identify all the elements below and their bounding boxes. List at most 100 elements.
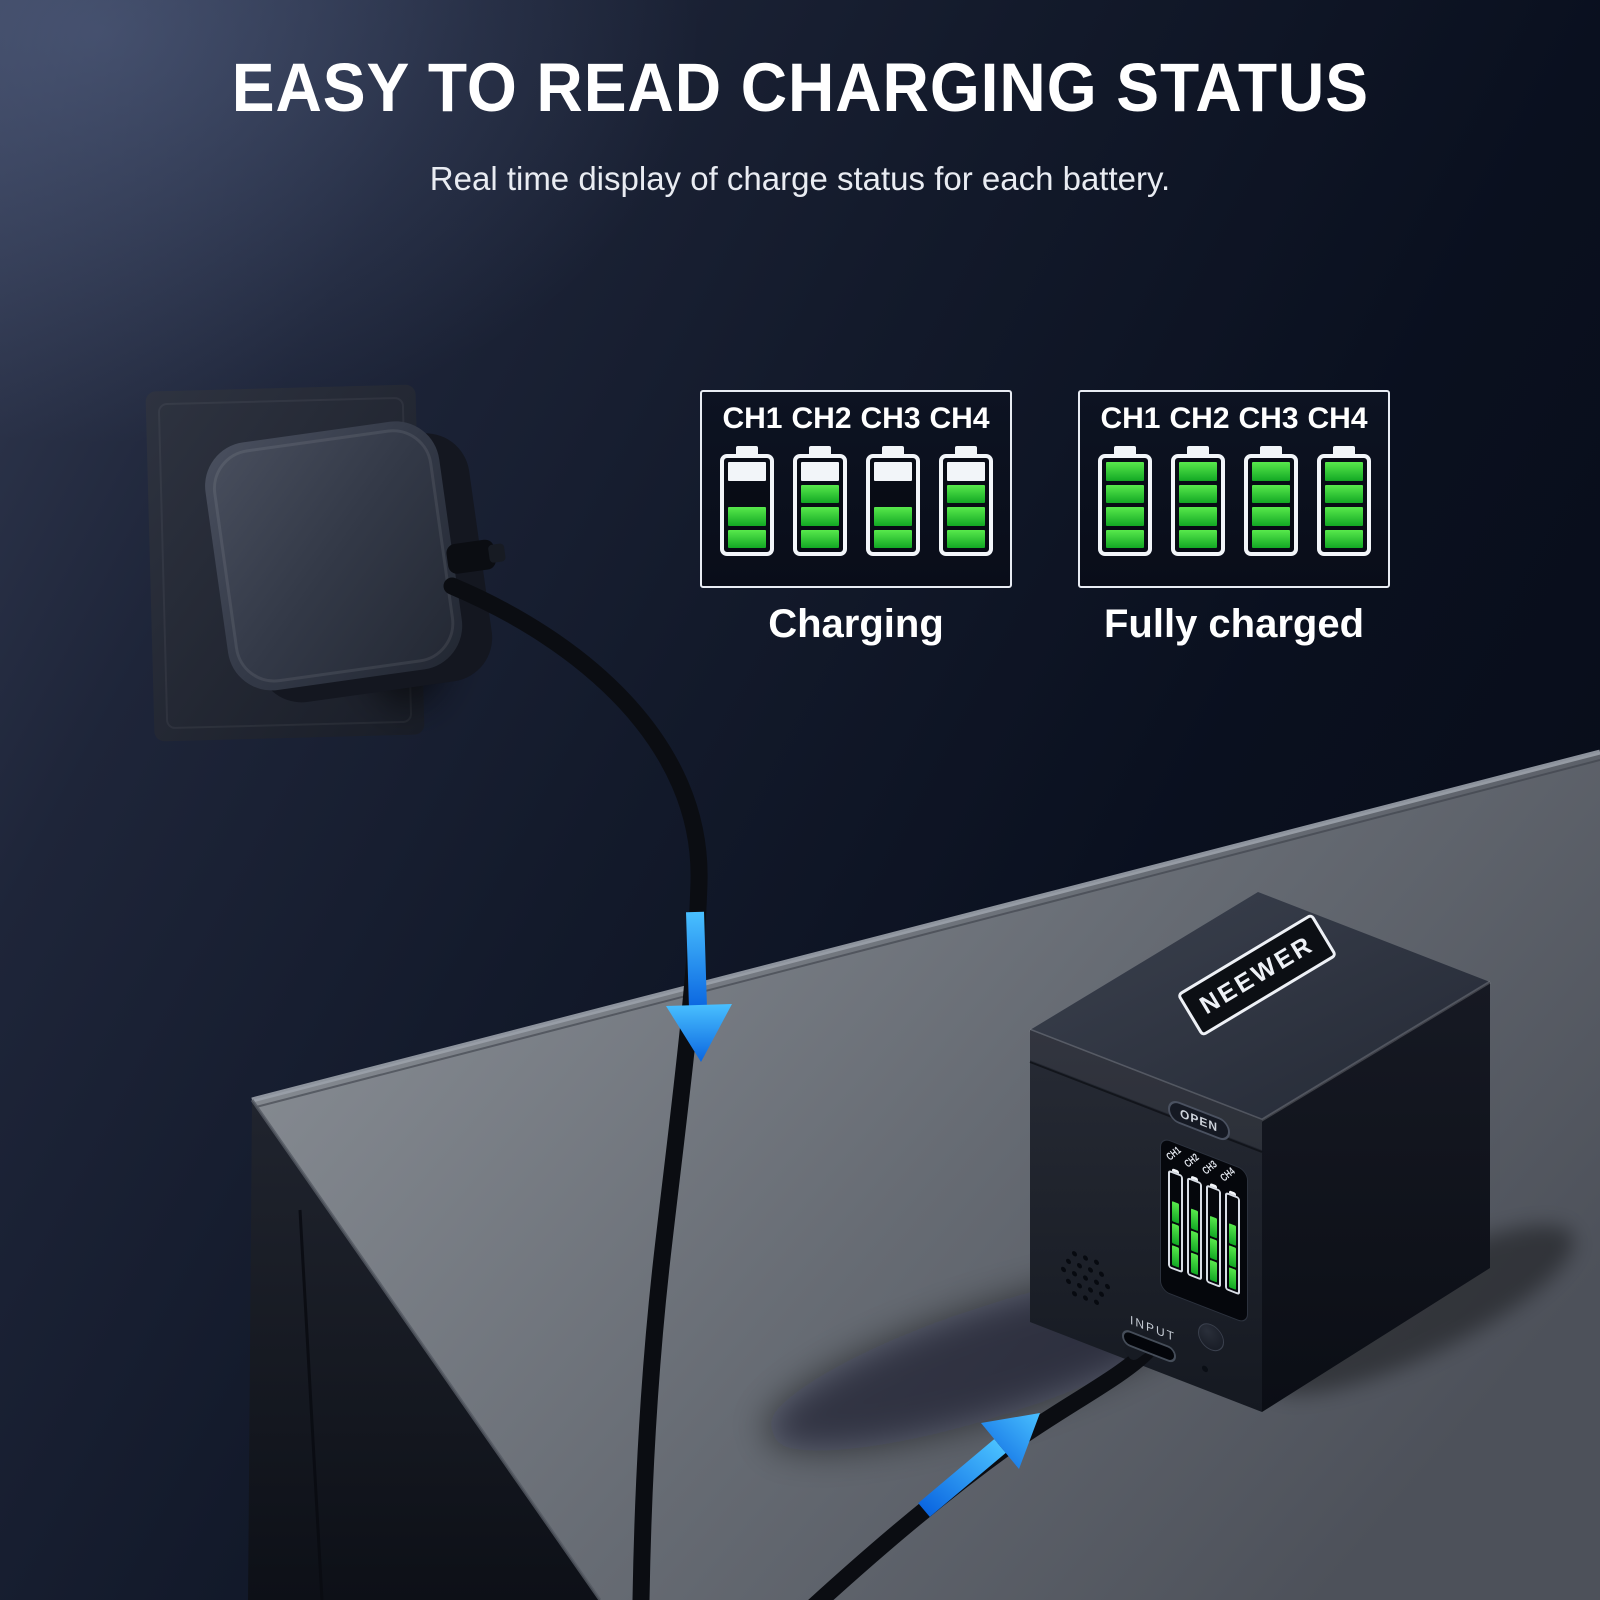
battery-icon — [1316, 446, 1371, 556]
battery-segment-green — [873, 507, 912, 526]
arrow-down-shaft — [686, 911, 707, 1009]
channel-label: CH3 — [1238, 402, 1299, 435]
arrow-down-head — [666, 1004, 732, 1062]
battery-segment-green — [1105, 507, 1144, 526]
dc-plug-connector — [446, 539, 496, 574]
battery-segment-green — [1251, 507, 1290, 526]
battery-segment-green — [1210, 1259, 1217, 1283]
dc-plug-tip — [488, 543, 506, 563]
battery-segment-green — [1324, 484, 1363, 503]
battery-segment-green — [1324, 529, 1363, 548]
speaker-hole — [1093, 1298, 1099, 1306]
battery-cap — [1186, 446, 1209, 454]
speaker-hole — [1082, 1254, 1088, 1262]
battery-icon — [1206, 1181, 1221, 1289]
battery-segment-green — [1229, 1267, 1236, 1290]
arrow-up-icon — [918, 1413, 1040, 1517]
battery-icon — [1170, 446, 1225, 556]
battery-row — [1090, 446, 1378, 556]
battery-body — [1097, 454, 1152, 556]
battery-body — [1206, 1184, 1221, 1289]
battery-segment-green — [727, 507, 766, 526]
battery-cap — [735, 446, 758, 454]
channel-label: CH1 — [1100, 402, 1161, 435]
battery-body — [719, 454, 774, 556]
speaker-hole — [1088, 1266, 1093, 1274]
battery-segment-empty — [728, 485, 766, 504]
battery-segment-white — [800, 462, 839, 481]
table-corner-edge — [250, 1099, 602, 1600]
charger-right-face — [1262, 982, 1490, 1412]
battery-icon — [1168, 1167, 1183, 1274]
battery-segment-green — [946, 484, 985, 503]
battery-cap — [881, 446, 904, 454]
cabinet-seam — [298, 1209, 324, 1600]
battery-segment-green — [800, 529, 839, 548]
table-edge-shade — [255, 759, 1600, 1108]
battery-segment-green — [1105, 529, 1144, 548]
battery-segment-empty — [874, 485, 912, 504]
battery-segment-green — [1229, 1223, 1236, 1246]
battery-segment-white — [727, 462, 766, 481]
speaker-hole — [1066, 1277, 1071, 1285]
channel-label: CH2 — [791, 402, 852, 435]
table-edge-highlight — [251, 749, 1600, 1103]
battery-segment-green — [1178, 507, 1217, 526]
battery-segment-green — [1178, 529, 1217, 548]
channel-label: CH4 — [929, 402, 990, 435]
power-button — [1198, 1319, 1224, 1356]
battery-segment-green — [1229, 1245, 1236, 1268]
battery-body — [938, 454, 993, 556]
battery-segment-green — [1251, 484, 1290, 503]
battery-segment-green — [1172, 1245, 1179, 1268]
speaker-hole — [1077, 1262, 1082, 1270]
battery-icon — [938, 446, 993, 556]
battery-body — [1170, 454, 1225, 556]
battery-segment-green — [1191, 1230, 1198, 1254]
charging-caption: Charging — [768, 602, 944, 646]
speaker-hole — [1093, 1278, 1099, 1286]
battery-cap — [1332, 446, 1355, 454]
speaker-hole — [1071, 1290, 1077, 1298]
speaker-hole — [1066, 1257, 1071, 1265]
battery-segment-green — [1105, 484, 1144, 503]
arrow-up-shaft — [918, 1439, 1006, 1517]
battery-icon — [1187, 1174, 1202, 1281]
battery-cap — [1259, 446, 1282, 454]
channel-label: CH3 — [860, 402, 921, 435]
battery-segment-green — [1210, 1215, 1217, 1239]
battery-segment-green — [727, 529, 766, 548]
battery-body — [865, 454, 920, 556]
battery-body — [792, 454, 847, 556]
fully-charged-caption: Fully charged — [1103, 602, 1365, 646]
channel-label: CH1 — [722, 402, 783, 435]
battery-segment-green — [1324, 507, 1363, 526]
battery-body — [1225, 1191, 1240, 1296]
battery-cap — [808, 446, 831, 454]
battery-segment-green — [1172, 1201, 1179, 1224]
battery-segment-green — [1251, 529, 1290, 548]
battery-segment-green — [1210, 1237, 1217, 1261]
speaker-hole — [1093, 1258, 1099, 1266]
speaker-hole — [1088, 1286, 1093, 1294]
speaker-hole — [1099, 1290, 1104, 1298]
page-title-text: EASY TO READ CHARGING STATUS — [231, 49, 1369, 126]
battery-icon — [719, 446, 774, 556]
battery-body — [1168, 1169, 1183, 1274]
battery-segment-green — [946, 507, 985, 526]
arrow-up-head — [981, 1413, 1040, 1469]
battery-segment-green — [1178, 484, 1217, 503]
channel-label: CH2 — [1169, 402, 1230, 435]
page-title: EASY TO READ CHARGING STATUS — [0, 48, 1600, 127]
speaker-hole — [1071, 1270, 1077, 1278]
speaker-holes — [1052, 1243, 1118, 1314]
open-button: OPEN — [1168, 1097, 1230, 1144]
speaker-hole — [1104, 1282, 1110, 1290]
